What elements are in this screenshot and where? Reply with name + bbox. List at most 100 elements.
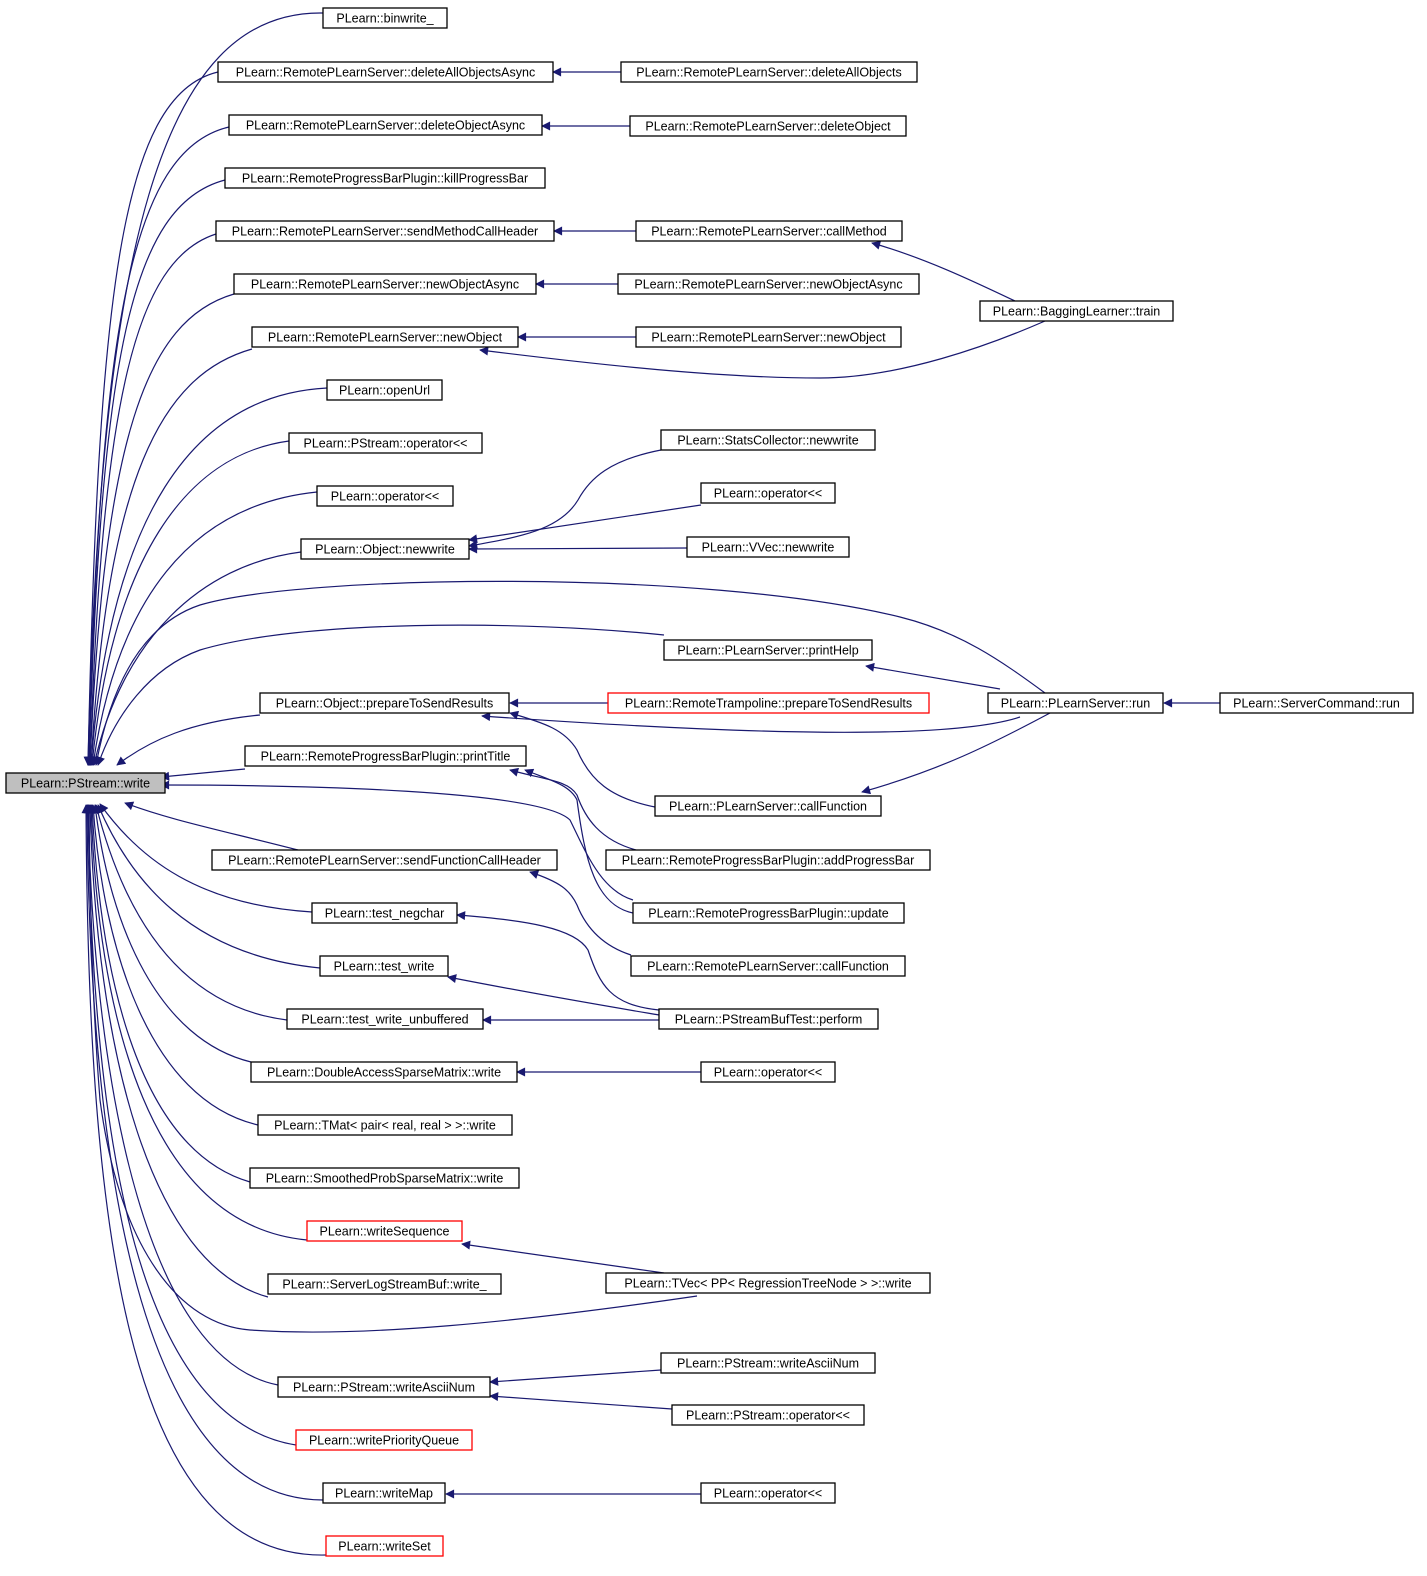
node-box[interactable] xyxy=(326,379,443,401)
node-n36[interactable]: PLearn::DoubleAccessSparseMatrix::write xyxy=(250,1061,518,1083)
node-n9[interactable]: PLearn::BaggingLearner::train xyxy=(979,300,1174,322)
node-n14[interactable]: PLearn::openUrl xyxy=(326,379,443,401)
node-box[interactable] xyxy=(632,902,905,924)
node-n5[interactable]: PLearn::RemotePLearnServer::deleteObject xyxy=(629,115,907,137)
node-box[interactable] xyxy=(700,482,836,504)
node-box[interactable] xyxy=(987,692,1164,714)
node-box[interactable] xyxy=(605,849,931,871)
node-n11[interactable]: PLearn::RemotePLearnServer::newObjectAsy… xyxy=(617,273,920,295)
node-box[interactable] xyxy=(629,115,907,137)
node-n38[interactable]: PLearn::TMat< pair< real, real > >::writ… xyxy=(257,1114,513,1136)
node-n40[interactable]: PLearn::writeSequence xyxy=(306,1220,463,1242)
node-box[interactable] xyxy=(288,432,483,454)
node-n19[interactable]: PLearn::operator<< xyxy=(700,482,836,504)
node-n0[interactable]: PLearn::PStream::write xyxy=(5,772,166,794)
node-n22[interactable]: PLearn::PLearnServer::run xyxy=(987,692,1164,714)
node-n16[interactable]: PLearn::operator<< xyxy=(316,485,454,507)
node-n49[interactable]: PLearn::writeSet xyxy=(325,1535,444,1557)
node-n23[interactable]: PLearn::ServerCommand::run xyxy=(1219,692,1414,714)
node-n42[interactable]: PLearn::TVec< PP< RegressionTreeNode > >… xyxy=(605,1272,931,1294)
node-n45[interactable]: PLearn::PStream::operator<< xyxy=(671,1404,865,1426)
node-box[interactable] xyxy=(635,220,903,242)
node-n28[interactable]: PLearn::RemoteProgressBarPlugin::addProg… xyxy=(605,849,931,871)
node-n48[interactable]: PLearn::operator<< xyxy=(700,1482,836,1504)
node-n33[interactable]: PLearn::test_write xyxy=(319,955,449,977)
node-n32[interactable]: PLearn::RemotePLearnServer::callFunction xyxy=(630,955,906,977)
node-n17[interactable]: PLearn::Object::newwrite xyxy=(300,538,470,560)
node-box[interactable] xyxy=(635,326,902,348)
node-box[interactable] xyxy=(620,61,918,83)
node-n37[interactable]: PLearn::operator<< xyxy=(700,1061,836,1083)
node-box[interactable] xyxy=(233,273,537,295)
node-n31[interactable]: PLearn::test_negchar xyxy=(311,902,458,924)
node-n21[interactable]: PLearn::PLearnServer::printHelp xyxy=(663,639,873,661)
node-box[interactable] xyxy=(259,692,510,714)
node-box[interactable] xyxy=(607,692,930,714)
node-box[interactable] xyxy=(663,639,873,661)
node-box[interactable] xyxy=(700,1482,836,1504)
node-box[interactable] xyxy=(249,1167,520,1189)
node-box[interactable] xyxy=(295,1429,473,1451)
node-box[interactable] xyxy=(671,1404,865,1426)
node-n12[interactable]: PLearn::RemotePLearnServer::newObject xyxy=(251,326,519,348)
node-box[interactable] xyxy=(286,1008,484,1030)
node-n6[interactable]: PLearn::RemoteProgressBarPlugin::killPro… xyxy=(224,167,546,189)
node-n8[interactable]: PLearn::RemotePLearnServer::callMethod xyxy=(635,220,903,242)
node-n13[interactable]: PLearn::RemotePLearnServer::newObject xyxy=(635,326,902,348)
node-n47[interactable]: PLearn::writeMap xyxy=(322,1482,446,1504)
node-box[interactable] xyxy=(979,300,1174,322)
node-box[interactable] xyxy=(300,538,470,560)
node-n39[interactable]: PLearn::SmoothedProbSparseMatrix::write xyxy=(249,1167,520,1189)
node-n44[interactable]: PLearn::PStream::writeAsciiNum xyxy=(660,1352,876,1374)
node-box[interactable] xyxy=(267,1273,502,1295)
node-box[interactable] xyxy=(319,955,449,977)
node-box[interactable] xyxy=(605,1272,931,1294)
node-box[interactable] xyxy=(660,1352,876,1374)
node-n29[interactable]: PLearn::RemotePLearnServer::sendFunction… xyxy=(211,849,558,871)
node-box[interactable] xyxy=(250,1061,518,1083)
node-box[interactable] xyxy=(306,1220,463,1242)
node-n7[interactable]: PLearn::RemotePLearnServer::sendMethodCa… xyxy=(215,220,555,242)
node-n3[interactable]: PLearn::RemotePLearnServer::deleteAllObj… xyxy=(620,61,918,83)
node-box[interactable] xyxy=(686,536,850,558)
node-n26[interactable]: PLearn::RemoteProgressBarPlugin::printTi… xyxy=(244,745,527,767)
node-n20[interactable]: PLearn::VVec::newwrite xyxy=(686,536,850,558)
node-n18[interactable]: PLearn::StatsCollector::newwrite xyxy=(660,429,876,451)
node-box[interactable] xyxy=(311,902,458,924)
node-box[interactable] xyxy=(228,114,543,136)
node-box[interactable] xyxy=(257,1114,513,1136)
node-n24[interactable]: PLearn::Object::prepareToSendResults xyxy=(259,692,510,714)
node-n25[interactable]: PLearn::RemoteTrampoline::prepareToSendR… xyxy=(607,692,930,714)
node-box[interactable] xyxy=(617,273,920,295)
node-n10[interactable]: PLearn::RemotePLearnServer::newObjectAsy… xyxy=(233,273,537,295)
node-n4[interactable]: PLearn::RemotePLearnServer::deleteObject… xyxy=(228,114,543,136)
node-box[interactable] xyxy=(654,795,882,817)
node-n34[interactable]: PLearn::PStreamBufTest::perform xyxy=(658,1008,879,1030)
node-box[interactable] xyxy=(630,955,906,977)
node-box[interactable] xyxy=(322,1482,446,1504)
node-box[interactable] xyxy=(658,1008,879,1030)
node-box[interactable] xyxy=(325,1535,444,1557)
node-box[interactable] xyxy=(700,1061,836,1083)
node-n41[interactable]: PLearn::ServerLogStreamBuf::write_ xyxy=(267,1273,502,1295)
node-n15[interactable]: PLearn::PStream::operator<< xyxy=(288,432,483,454)
node-box[interactable] xyxy=(244,745,527,767)
node-box[interactable] xyxy=(660,429,876,451)
node-n27[interactable]: PLearn::PLearnServer::callFunction xyxy=(654,795,882,817)
node-box[interactable] xyxy=(316,485,454,507)
node-n1[interactable]: PLearn::binwrite_ xyxy=(322,7,448,29)
node-box[interactable] xyxy=(5,772,166,794)
node-n46[interactable]: PLearn::writePriorityQueue xyxy=(295,1429,473,1451)
node-box[interactable] xyxy=(224,167,546,189)
node-box[interactable] xyxy=(1219,692,1414,714)
node-box[interactable] xyxy=(322,7,448,29)
node-box[interactable] xyxy=(217,61,554,83)
node-n43[interactable]: PLearn::PStream::writeAsciiNum xyxy=(277,1376,491,1398)
node-box[interactable] xyxy=(277,1376,491,1398)
node-box[interactable] xyxy=(215,220,555,242)
node-n2[interactable]: PLearn::RemotePLearnServer::deleteAllObj… xyxy=(217,61,554,83)
node-box[interactable] xyxy=(251,326,519,348)
node-n30[interactable]: PLearn::RemoteProgressBarPlugin::update xyxy=(632,902,905,924)
node-n35[interactable]: PLearn::test_write_unbuffered xyxy=(286,1008,484,1030)
node-box[interactable] xyxy=(211,849,558,871)
